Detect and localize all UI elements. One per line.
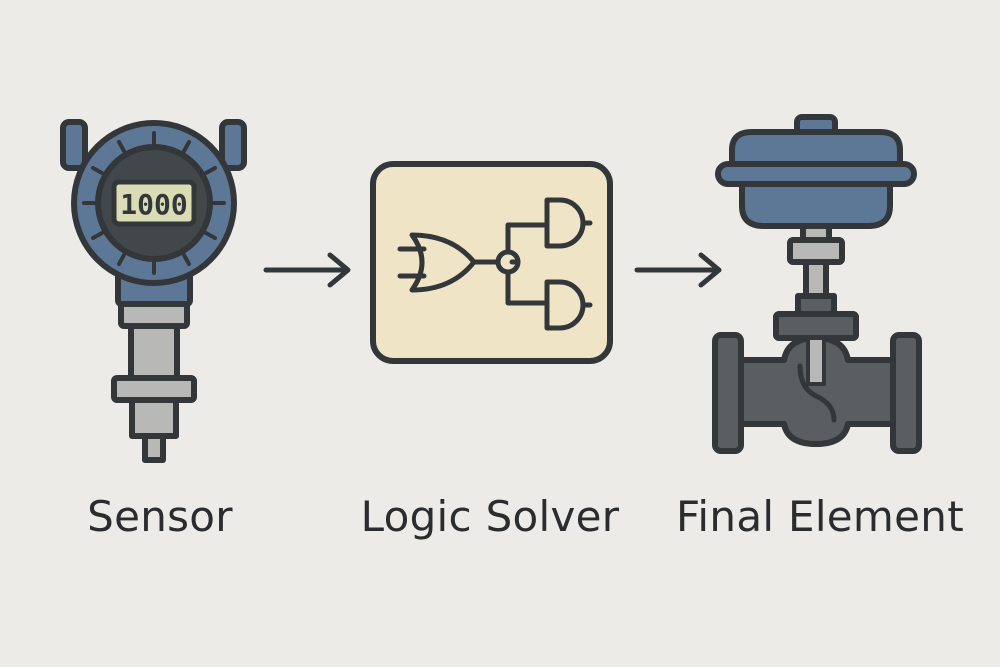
sensor-label: Sensor bbox=[87, 492, 233, 541]
sensor-display-value: 1000 bbox=[120, 188, 187, 221]
or-gate bbox=[409, 232, 477, 293]
actuator-dome bbox=[729, 129, 903, 171]
logic-solver-label: Logic Solver bbox=[360, 492, 620, 541]
arrow-right-icon bbox=[263, 252, 351, 288]
final-element-label: Final Element bbox=[676, 492, 964, 541]
bezel-ticks bbox=[82, 131, 226, 275]
logic-gates-icon bbox=[370, 161, 613, 364]
sensor-display bbox=[111, 179, 197, 227]
pressure-transmitter-icon: 1000 bbox=[60, 119, 247, 463]
arrow-right-icon bbox=[634, 252, 722, 288]
control-valve-icon bbox=[712, 114, 922, 454]
